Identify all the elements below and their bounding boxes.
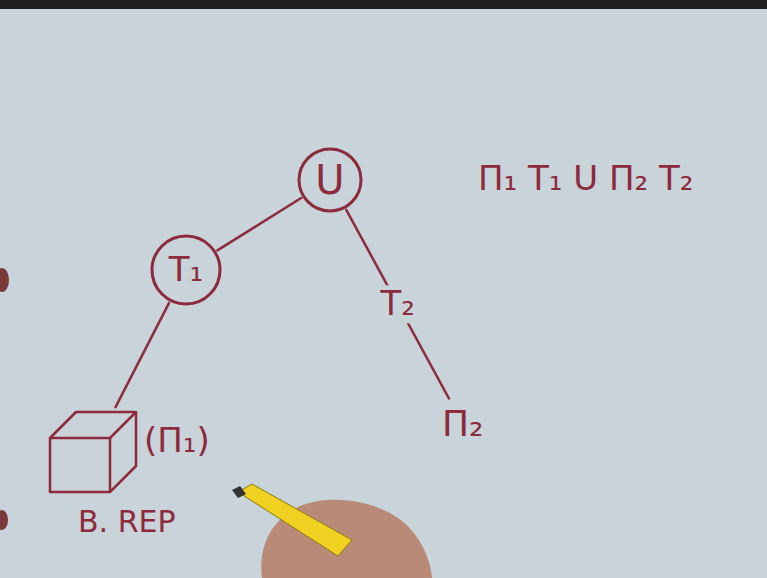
marker-tip bbox=[232, 486, 246, 498]
edge-spot bbox=[0, 510, 8, 530]
operator-circle: U bbox=[297, 147, 363, 213]
circle-stroke bbox=[152, 236, 220, 304]
node-text: T₁ bbox=[169, 251, 203, 288]
operator-circle: T₁ bbox=[150, 234, 222, 306]
tree-branch bbox=[217, 198, 301, 250]
tree-branch bbox=[116, 303, 170, 407]
branch-label: T₂ bbox=[377, 285, 417, 322]
cube-side bbox=[110, 412, 136, 492]
primitive-leaf: Π₂ bbox=[438, 402, 488, 446]
marker-pen bbox=[238, 484, 352, 556]
primitive-cube: (Π₁) bbox=[48, 408, 138, 494]
expression-note: Π₁ T₁ U Π₂ T₂ bbox=[478, 160, 693, 197]
circle-stroke bbox=[299, 149, 361, 211]
cube-front bbox=[50, 438, 110, 492]
node-text: Π₂ bbox=[442, 404, 484, 444]
node-text: U bbox=[315, 158, 344, 202]
top-strip bbox=[0, 0, 767, 9]
node-text: (Π₁) bbox=[144, 422, 210, 459]
cube-top bbox=[50, 412, 136, 438]
cube-drawing bbox=[48, 408, 138, 494]
edge-spot bbox=[0, 268, 9, 292]
representation-note: B. REP bbox=[78, 505, 176, 538]
tree-branch bbox=[346, 210, 449, 399]
